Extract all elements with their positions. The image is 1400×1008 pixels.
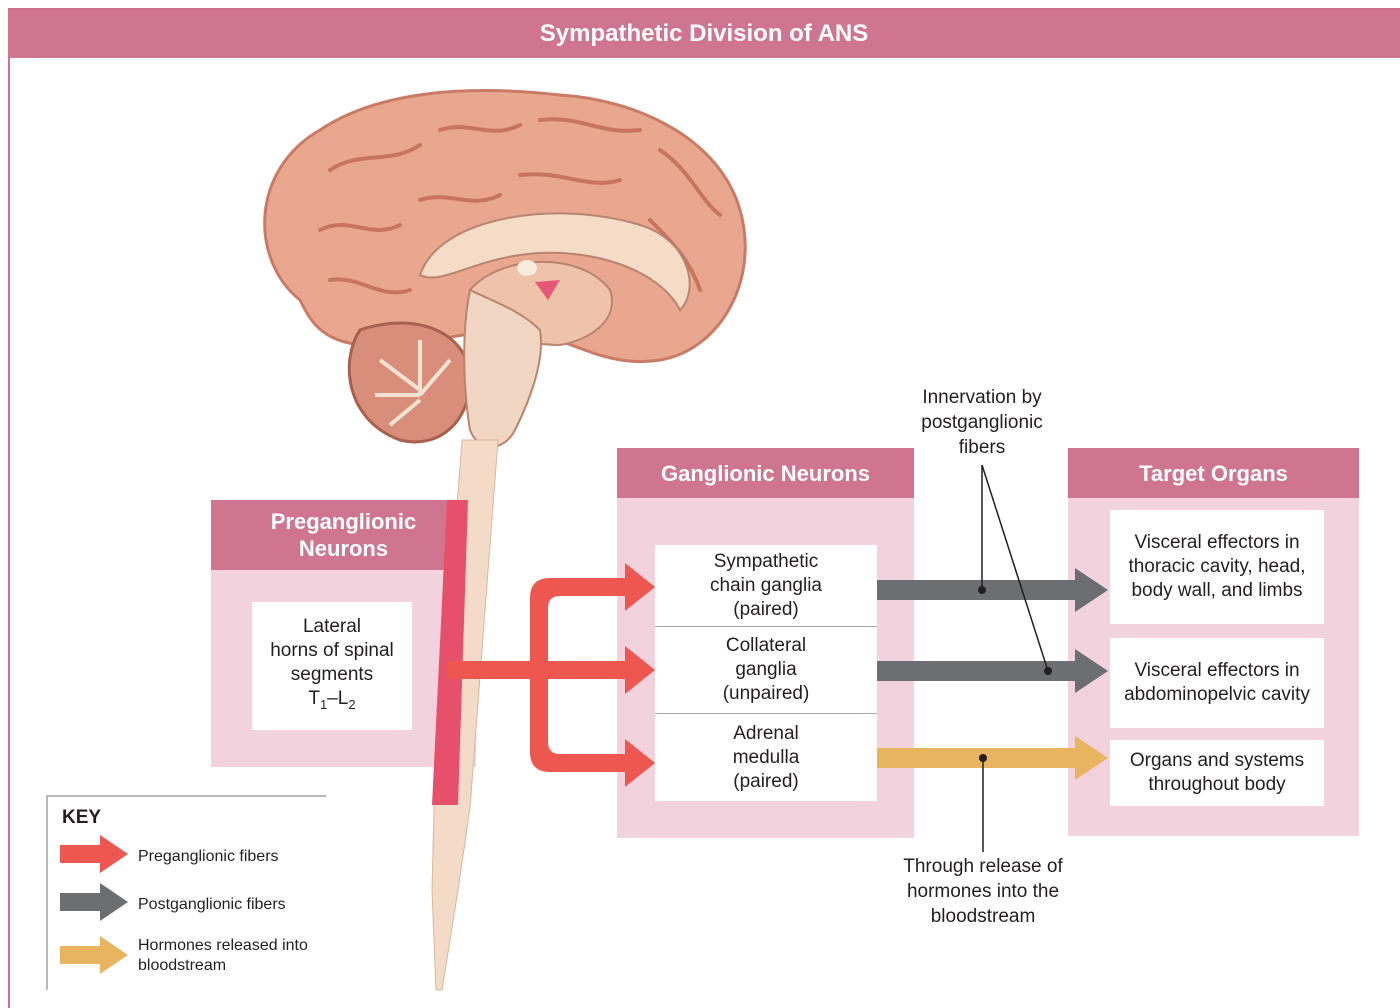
hormones-callout: Through release of hormones into the blo…	[885, 854, 1081, 929]
brain-illustration	[265, 91, 746, 447]
hormone-release-arrow	[877, 736, 1108, 780]
key-item-hormones: Hormones released into bloodstream	[138, 936, 318, 976]
key-item-preganglionic: Preganglionic fibers	[138, 847, 279, 867]
innervation-callout: Innervation by postganglionic fibers	[902, 385, 1062, 460]
postganglionic-fibers	[877, 568, 1108, 693]
key-title: KEY	[62, 807, 101, 829]
key-item-postganglionic: Postganglionic fibers	[138, 895, 286, 915]
key-legend: KEY Preganglionic fibers Postganglionic …	[46, 795, 326, 990]
innervation-leader-lines	[982, 465, 1048, 671]
